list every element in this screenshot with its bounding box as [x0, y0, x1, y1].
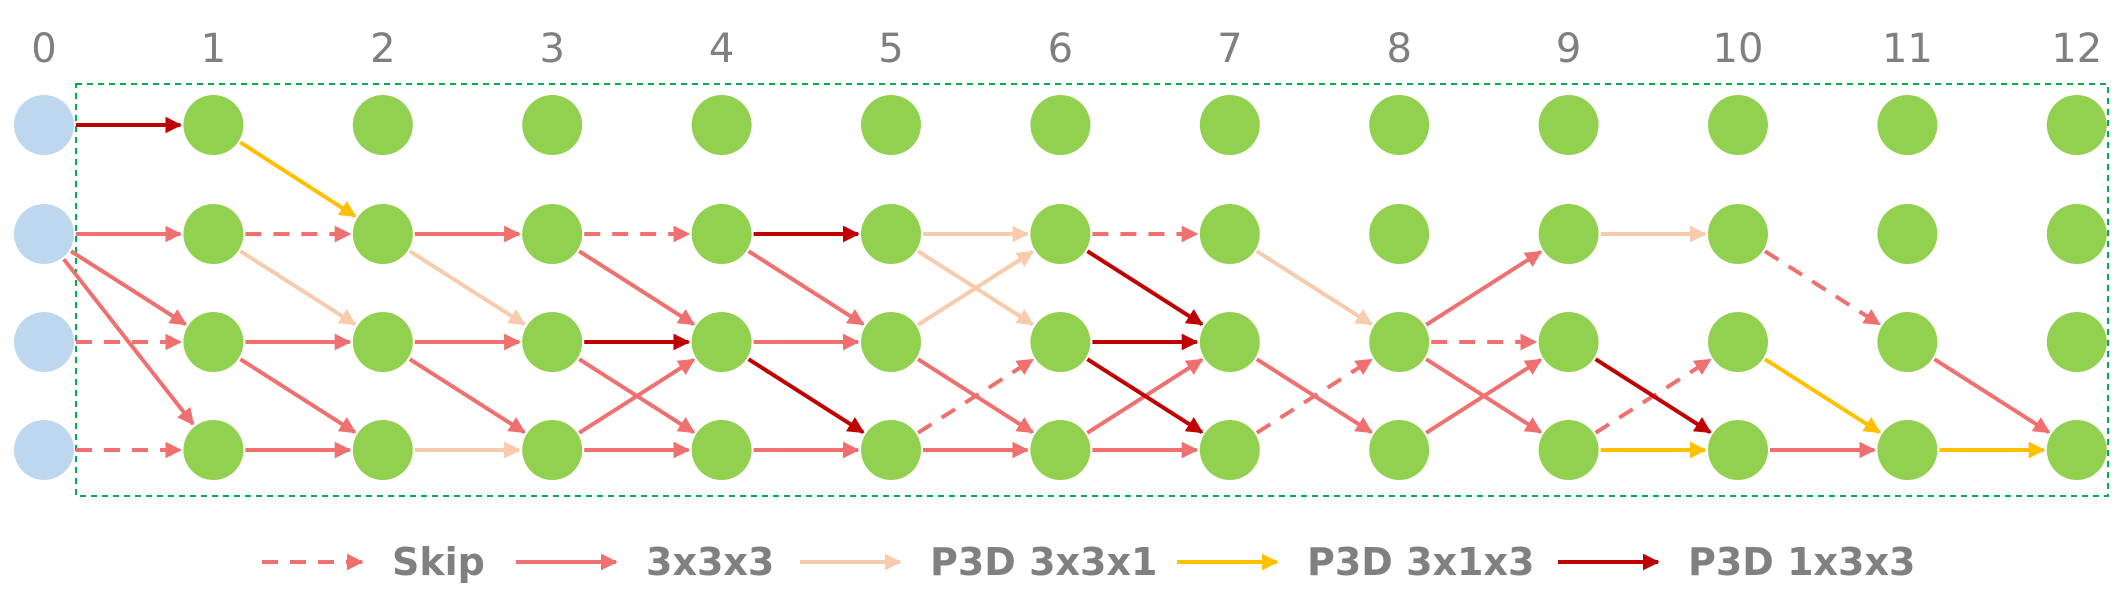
layer-node-2-2 — [352, 312, 413, 372]
layer-node-12-3 — [2046, 420, 2107, 480]
layer-node-11-2 — [1877, 312, 1938, 372]
edge-conv3x3x3-0-1-to-1-3 — [62, 257, 195, 426]
layer-node-3-2 — [522, 312, 583, 372]
layer-node-5-1 — [861, 204, 921, 264]
layer-node-6-1 — [1030, 204, 1091, 264]
layer-node-9-0 — [1538, 95, 1599, 155]
layer-node-11-3 — [1877, 420, 1938, 480]
input-node-0-3 — [14, 420, 74, 480]
column-label-3: 3 — [539, 26, 564, 72]
layer-node-1-2 — [183, 312, 244, 372]
edge-p3d_3x3x1-1-1-to-2-2 — [239, 249, 357, 326]
edge-p3d_3x1x3-10-2-to-11-3 — [1763, 357, 1881, 434]
layer-node-12-1 — [2046, 204, 2107, 264]
layer-node-11-1 — [1877, 204, 1938, 264]
edge-conv3x3x3-3-3-to-4-2 — [578, 358, 696, 435]
layer-node-9-2 — [1538, 312, 1599, 372]
layer-node-2-1 — [352, 204, 413, 264]
edge-p3d_1x3x3-6-2-to-7-3 — [1086, 357, 1204, 434]
column-label-2: 2 — [370, 26, 395, 72]
layer-node-5-0 — [861, 95, 921, 155]
column-label-12: 12 — [2051, 26, 2102, 72]
layer-node-4-3 — [691, 420, 752, 480]
column-label-10: 10 — [1713, 26, 1764, 72]
layer-node-10-3 — [1708, 420, 1768, 480]
legend-label-conv3x3x3: 3x3x3 — [646, 540, 774, 584]
layer-node-12-2 — [2046, 312, 2107, 372]
edge-conv3x3x3-0-1-to-1-2 — [69, 249, 187, 326]
layer-node-10-2 — [1708, 312, 1768, 372]
edge-p3d_3x3x1-2-1-to-3-2 — [408, 249, 526, 326]
legend: Skip 3x3x3 P3D 3x3x1 P3D 3x1x3 P3D 1x3x3 — [262, 540, 1915, 584]
layer-node-2-0 — [352, 95, 413, 155]
column-label-7: 7 — [1217, 26, 1242, 72]
layer-node-3-3 — [522, 420, 583, 480]
edge-conv3x3x3-5-2-to-6-3 — [916, 357, 1034, 434]
layer-node-9-1 — [1538, 204, 1599, 264]
layer-node-7-2 — [1199, 312, 1260, 372]
column-label-0: 0 — [31, 26, 56, 72]
edge-conv3x3x3-3-1-to-4-2 — [578, 249, 696, 326]
input-node-0-2 — [14, 312, 74, 372]
edge-p3d_3x3x1-7-1-to-8-2 — [1255, 249, 1373, 326]
layer-node-1-1 — [183, 204, 244, 264]
legend-label-skip: Skip — [392, 540, 485, 584]
layer-node-8-2 — [1369, 312, 1430, 372]
search-space-box — [75, 83, 2109, 497]
input-node-0-0 — [14, 95, 74, 155]
layer-node-5-2 — [861, 312, 921, 372]
column-label-11: 11 — [1882, 26, 1933, 72]
layer-node-4-0 — [691, 95, 752, 155]
layer-node-3-1 — [522, 204, 583, 264]
layer-node-3-0 — [522, 95, 583, 155]
edge-conv3x3x3-4-1-to-5-2 — [747, 249, 865, 326]
layer-node-7-1 — [1199, 204, 1260, 264]
edge-p3d_1x3x3-4-2-to-5-3 — [747, 357, 865, 434]
layer-node-6-2 — [1030, 312, 1091, 372]
layer-node-5-3 — [861, 420, 921, 480]
legend-label-p3d_1x3x3: P3D 1x3x3 — [1688, 540, 1915, 584]
edge-p3d_3x3x1-5-2-to-6-1 — [916, 250, 1034, 327]
layer-node-7-0 — [1199, 95, 1260, 155]
edge-conv3x3x3-1-2-to-2-3 — [239, 357, 357, 434]
column-label-6: 6 — [1048, 26, 1073, 72]
edge-skip-10-1-to-11-2 — [1763, 249, 1881, 326]
layer-node-11-0 — [1877, 95, 1938, 155]
edge-p3d_1x3x3-9-2-to-10-3 — [1594, 357, 1712, 434]
nodes — [14, 95, 2107, 480]
layer-node-7-3 — [1199, 420, 1260, 480]
layer-node-10-0 — [1708, 95, 1768, 155]
layer-node-12-0 — [2046, 95, 2107, 155]
layer-node-10-1 — [1708, 204, 1768, 264]
column-label-4: 4 — [709, 26, 734, 72]
column-label-8: 8 — [1386, 26, 1411, 72]
layer-node-9-3 — [1538, 420, 1599, 480]
edge-conv3x3x3-11-2-to-12-3 — [1933, 357, 2051, 434]
layer-node-1-0 — [183, 95, 244, 155]
input-node-0-1 — [14, 204, 74, 264]
layer-node-4-1 — [691, 204, 752, 264]
legend-label-p3d_3x1x3: P3D 3x1x3 — [1307, 540, 1534, 584]
edge-conv3x3x3-8-2-to-9-1 — [1425, 250, 1543, 327]
layer-node-1-3 — [183, 420, 244, 480]
layer-node-8-3 — [1369, 420, 1430, 480]
layer-node-8-1 — [1369, 204, 1430, 264]
layer-node-6-3 — [1030, 420, 1091, 480]
column-label-9: 9 — [1556, 26, 1581, 72]
edge-p3d_1x3x3-6-1-to-7-2 — [1086, 249, 1204, 326]
edge-conv3x3x3-7-2-to-8-3 — [1255, 357, 1373, 434]
layer-node-6-0 — [1030, 95, 1091, 155]
legend-label-p3d_3x3x1: P3D 3x3x1 — [930, 540, 1157, 584]
layer-node-8-0 — [1369, 95, 1430, 155]
edges — [62, 116, 2051, 459]
layer-node-2-3 — [352, 420, 413, 480]
edge-conv3x3x3-2-2-to-3-3 — [408, 357, 526, 434]
column-label-5: 5 — [878, 26, 903, 72]
edge-p3d_3x1x3-1-0-to-2-1 — [239, 140, 357, 218]
layer-node-4-2 — [691, 312, 752, 372]
edge-conv3x3x3-8-3-to-9-2 — [1425, 358, 1543, 435]
column-label-1: 1 — [201, 26, 226, 72]
